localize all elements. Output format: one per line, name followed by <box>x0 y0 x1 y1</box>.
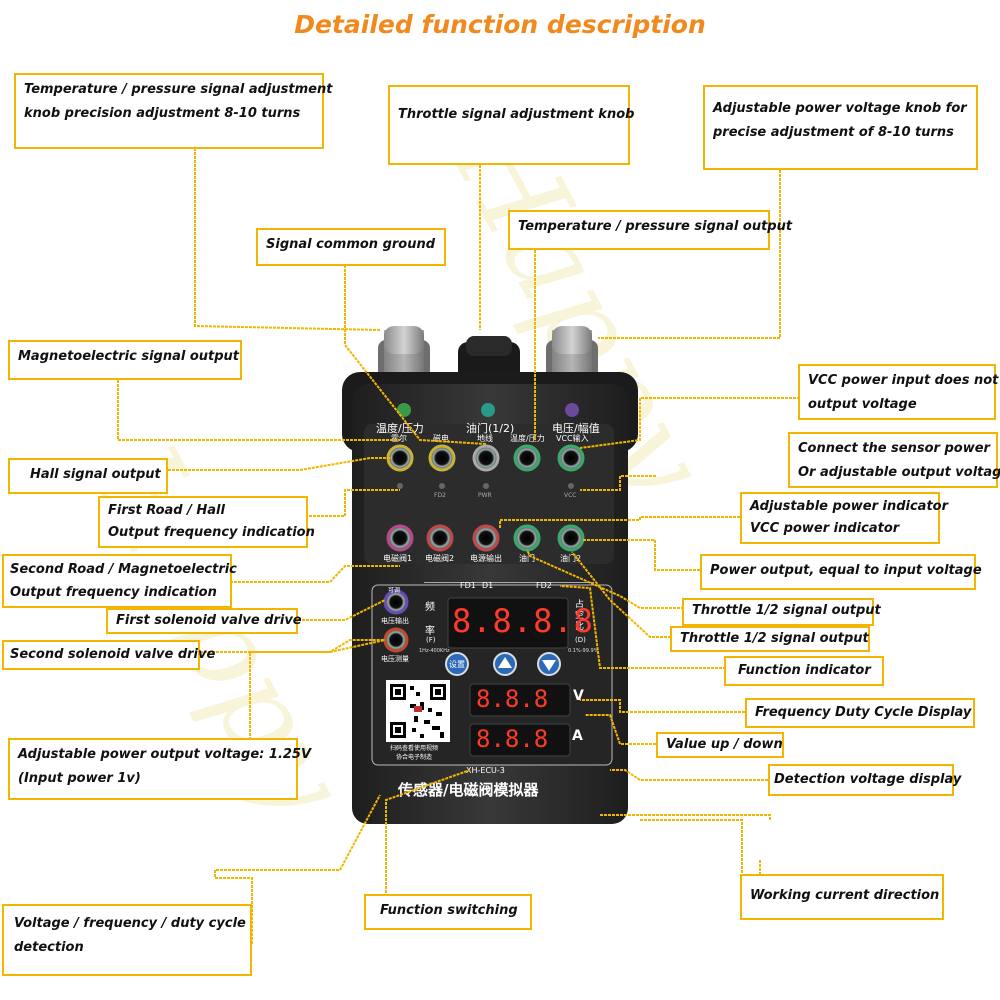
set-button[interactable] <box>445 652 469 676</box>
down-button[interactable] <box>537 652 561 676</box>
callout-throttle-out-1: Throttle 1/2 signal output <box>682 598 881 626</box>
callout-freq-duty-display: Frequency Duty Cycle Display <box>745 698 975 728</box>
callout-power-output: Power output, equal to input voltage <box>700 554 982 590</box>
callout-magneto-output: Magnetoelectric signal output <box>8 340 242 380</box>
page-title: Detailed function description <box>294 10 706 39</box>
callout-detect-voltage: Detection voltage display <box>768 764 961 796</box>
callout-working-current: Working current direction <box>740 874 944 920</box>
qr-code <box>386 680 450 742</box>
callout-value-updown: Value up / down <box>656 732 784 758</box>
callout-function-indicator: Function indicator <box>724 656 884 686</box>
up-button[interactable] <box>493 652 517 676</box>
callout-function-switching: Function switching <box>364 894 532 930</box>
callout-temp-output: Temperature / pressure signal output <box>508 210 792 250</box>
jacks-row-1 <box>386 444 585 472</box>
callout-throttle-knob: Throttle signal adjustment knob <box>388 85 634 165</box>
callout-first-solenoid: First solenoid valve drive <box>106 608 302 634</box>
callout-adj-power-output: Adjustable power output voltage: 1.25V(I… <box>8 738 311 800</box>
callout-common-ground: Signal common ground <box>256 228 446 266</box>
callout-second-solenoid: Second solenoid valve drive <box>2 640 215 670</box>
callout-temp-knob: Temperature / pressure signal adjustment… <box>14 73 332 149</box>
callout-throttle-out-2: Throttle 1/2 signal output <box>670 626 870 652</box>
jacks-row-2 <box>386 524 585 552</box>
callout-hall-output: Hall signal output <box>8 458 168 494</box>
